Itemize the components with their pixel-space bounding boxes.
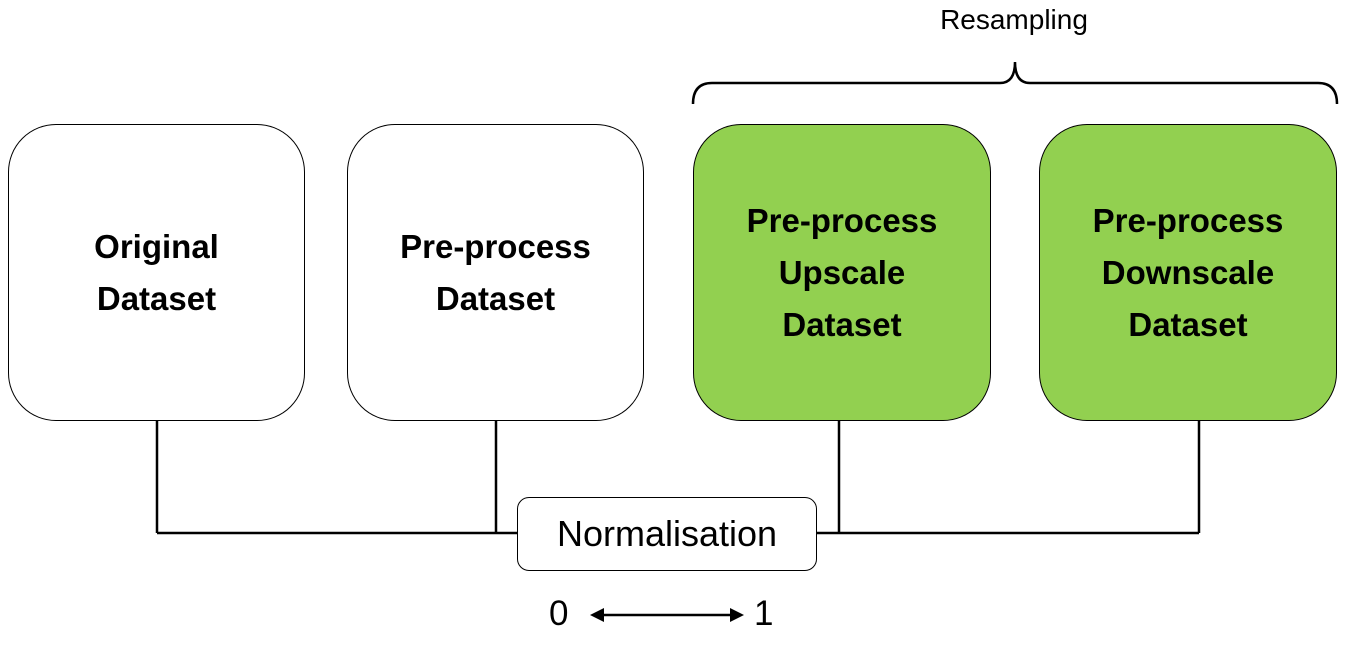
- preprocess-upscale-dataset-label: Pre-process Upscale Dataset: [746, 201, 938, 343]
- original-dataset-box: Original Dataset: [8, 124, 305, 421]
- resampling-label: Resampling: [940, 4, 1088, 35]
- normalisation-label: Normalisation: [556, 513, 778, 554]
- preprocess-upscale-dataset-box: Pre-process Upscale Dataset: [693, 124, 991, 421]
- range-min-label: 0: [549, 594, 569, 633]
- normalisation-box: Normalisation: [517, 497, 817, 571]
- preprocess-downscale-dataset-label: Pre-process Downscale Dataset: [1092, 201, 1284, 343]
- range-arrow-right-head-icon: [730, 608, 744, 622]
- preprocess-downscale-dataset-box: Pre-process Downscale Dataset: [1039, 124, 1337, 421]
- resampling-brace: [691, 61, 1339, 105]
- preprocess-dataset-label: Pre-process Dataset: [400, 227, 591, 317]
- range-max-label: 1: [754, 594, 774, 633]
- original-dataset-label: Original Dataset: [94, 227, 219, 317]
- preprocess-dataset-box: Pre-process Dataset: [347, 124, 644, 421]
- range-arrow-left-head-icon: [590, 608, 604, 622]
